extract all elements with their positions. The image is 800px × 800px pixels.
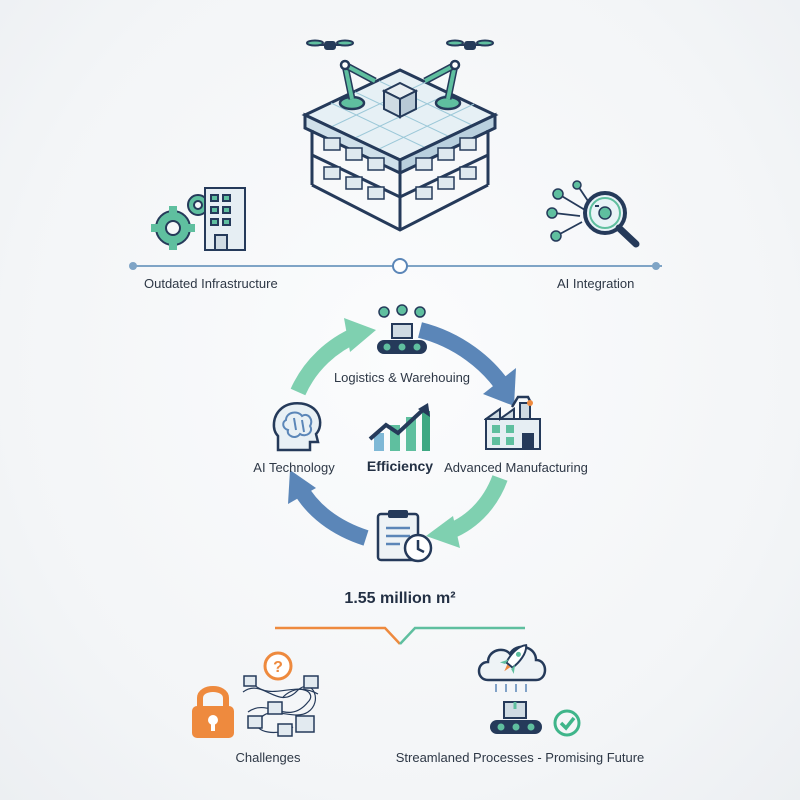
cloud-rocket-icon (477, 644, 547, 692)
streamlined-processes-label: Streamlaned Processes - Promising Future (395, 750, 645, 765)
ai-search-magnifier-icon (546, 180, 640, 248)
cycle-right-label: Advanced Manufacturing (444, 460, 588, 475)
cycle-arrows (288, 318, 516, 548)
floor-area-metric: 1.55 million m² (344, 590, 456, 607)
checkmark-circle-icon (553, 709, 581, 737)
timeline-left-label: Outdated Infrastructure (144, 276, 278, 291)
timeline-right-label: AI Integration (557, 276, 635, 291)
cycle-top-label: Logistics & Warehouing (333, 370, 471, 385)
conveyor-gears-icon (377, 304, 427, 354)
split-divider (275, 626, 525, 645)
challenges-label: Challenges (235, 750, 301, 765)
padlock-icon (192, 686, 234, 738)
cycle-center-label: Efficiency (366, 458, 434, 474)
efficiency-growth-chart-icon (368, 403, 430, 451)
conveyor-box-icon (490, 701, 542, 734)
gears-building-icon (151, 187, 246, 251)
question-mark-icon: ? (263, 651, 293, 681)
ai-brain-head-icon (272, 401, 322, 452)
automated-warehouse-illustration (301, 39, 499, 232)
timeline-bar (129, 258, 662, 274)
clipboard-clock-icon (376, 510, 433, 563)
question-mark-glyph: ? (273, 659, 283, 676)
tangled-boxes-icon (242, 675, 319, 737)
factory-manufacturing-icon (484, 395, 541, 450)
cycle-left-label: AI Technology (253, 460, 335, 475)
